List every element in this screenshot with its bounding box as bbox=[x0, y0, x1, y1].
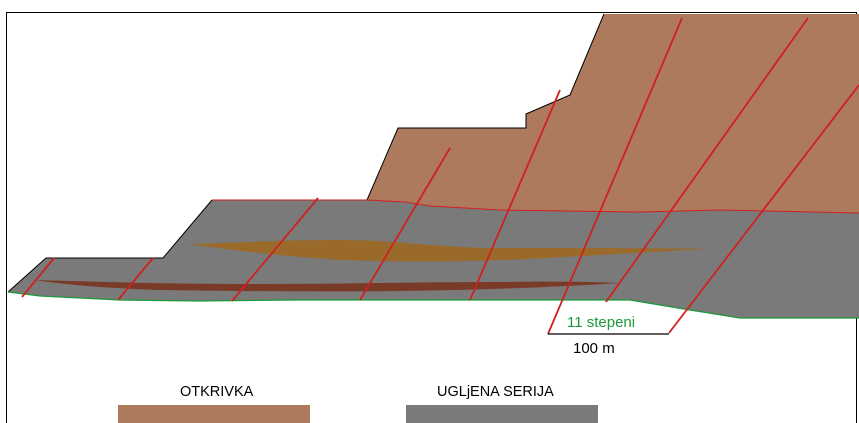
legend-swatch-overburden bbox=[118, 405, 310, 423]
dip-line-6 bbox=[547, 17, 683, 335]
ground-surface-line bbox=[7, 291, 859, 319]
legend-label-coal-series: UGLjENA SERIJA bbox=[437, 384, 554, 400]
dip-line-4 bbox=[359, 147, 451, 301]
scale-label: 100 m bbox=[573, 340, 615, 357]
dip-line-1 bbox=[21, 257, 55, 298]
overburden-outline bbox=[366, 13, 605, 201]
dip-line-7 bbox=[605, 17, 809, 303]
dip-line-2 bbox=[117, 257, 154, 301]
dip-line-3 bbox=[231, 197, 319, 302]
overburden-body bbox=[367, 14, 859, 213]
overburden-base-line bbox=[366, 199, 859, 214]
coal-seam-lower bbox=[35, 280, 620, 292]
legend-swatch-coal-series bbox=[406, 405, 598, 423]
dip-line-8 bbox=[668, 84, 859, 334]
dip-lines bbox=[21, 17, 859, 335]
legend-label-overburden: OTKRIVKA bbox=[180, 384, 254, 400]
angle-label: 11 stepeni bbox=[567, 314, 635, 331]
legend: OTKRIVKA UGLjENA SERIJA bbox=[118, 384, 598, 423]
coal-series-top-outline bbox=[7, 199, 213, 293]
dip-line-5 bbox=[469, 89, 561, 301]
coal-seam-upper bbox=[188, 240, 712, 262]
